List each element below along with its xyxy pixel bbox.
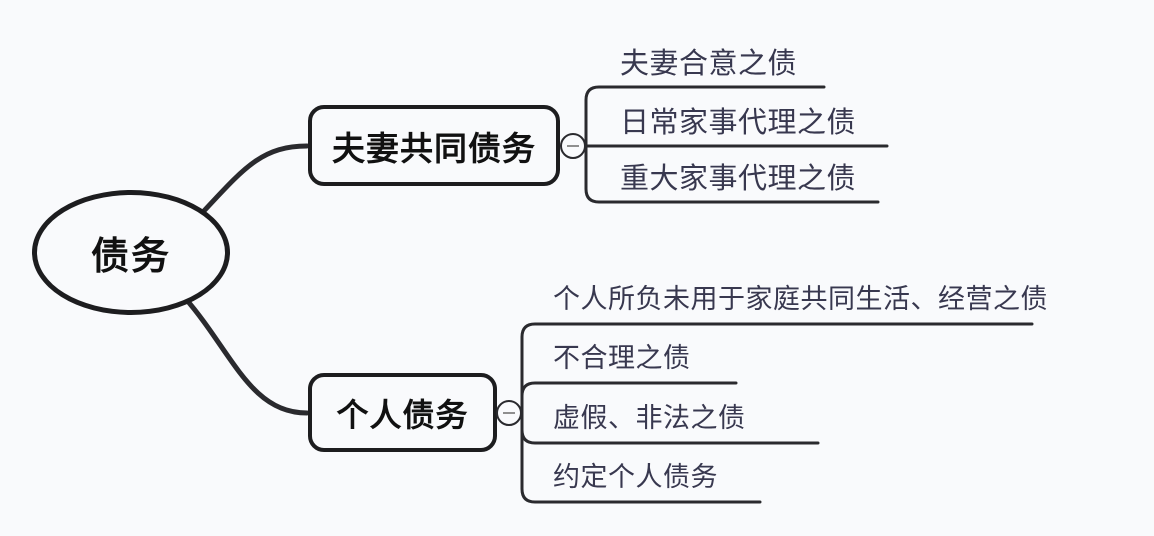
collapse-toggle-joint-debt[interactable]: [560, 133, 586, 159]
root-node-debt[interactable]: 债务: [32, 190, 230, 315]
minus-icon: [567, 145, 579, 147]
leaf-node-daily-household-agency-debt[interactable]: 日常家事代理之债: [620, 107, 857, 139]
line-personal-debt-child-2: [520, 381, 738, 415]
leaf-node-major-household-agency-debt[interactable]: 重大家事代理之债: [620, 163, 857, 195]
line-joint-debt-child-1: [584, 85, 826, 148]
leaf-node-not-for-family-life-debt[interactable]: 个人所负未用于家庭共同生活、经营之债: [553, 284, 1048, 314]
leaf-node-false-illegal-debt[interactable]: 虚假、非法之债: [553, 403, 746, 433]
minus-icon: [503, 412, 515, 414]
curve-root-to-joint-debt: [199, 143, 310, 216]
line-personal-debt-child-1: [520, 322, 1034, 415]
branch-node-personal-debt[interactable]: 个人债务: [308, 373, 497, 452]
branch-node-label: 个人债务: [336, 396, 469, 433]
root-node-label: 债务: [90, 236, 171, 278]
leaf-node-agreed-personal-debt[interactable]: 约定个人债务: [553, 462, 718, 492]
curve-root-to-personal-debt: [182, 295, 310, 416]
branch-node-marital-joint-debt[interactable]: 夫妻共同债务: [308, 105, 560, 186]
branch-node-label: 夫妻共同债务: [332, 129, 536, 167]
line-joint-debt-child-3: [584, 144, 880, 204]
leaf-node-unreasonable-debt[interactable]: 不合理之债: [553, 343, 691, 373]
collapse-toggle-personal-debt[interactable]: [496, 400, 522, 426]
leaf-node-consensual-debt[interactable]: 夫妻合意之债: [620, 48, 798, 80]
line-personal-debt-child-4: [520, 411, 762, 504]
